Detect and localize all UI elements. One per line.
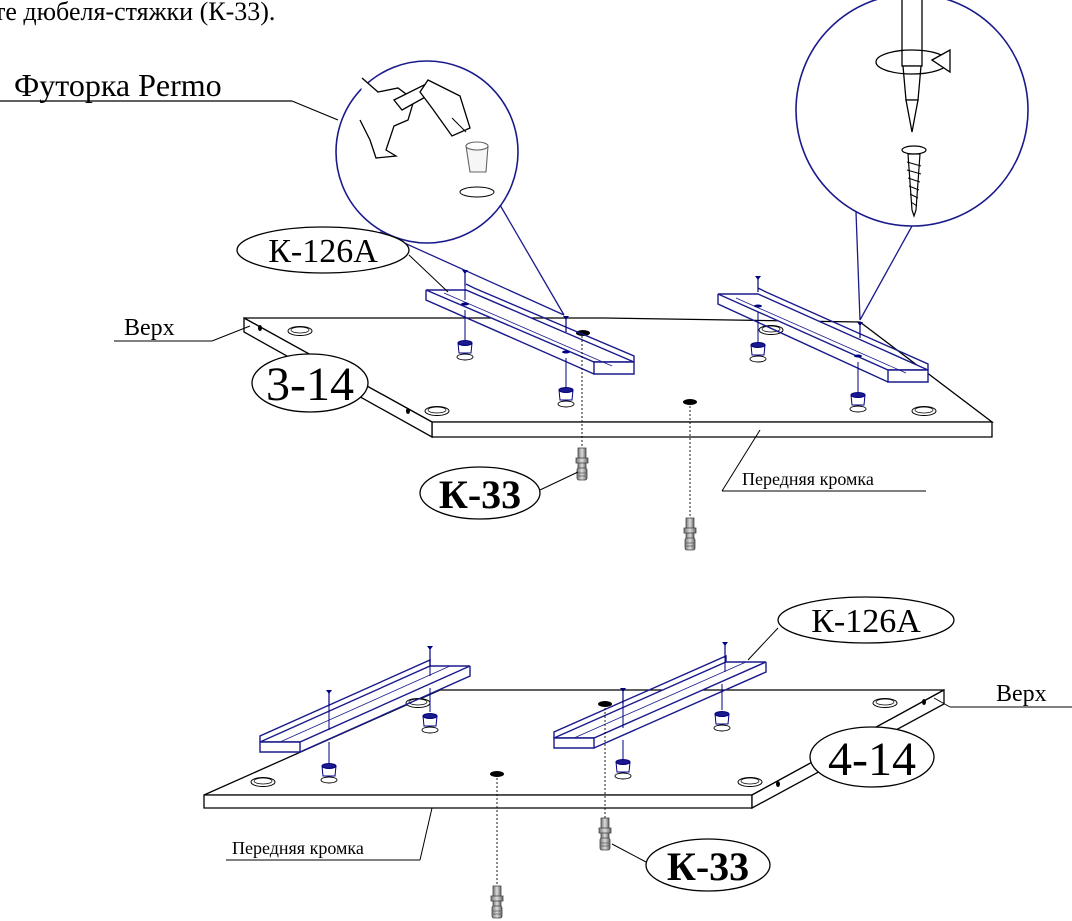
label-front-edge-bottom: Передняя кромка bbox=[226, 807, 433, 861]
label-panel-4-14: 4-14 bbox=[809, 726, 935, 788]
bracket-k126a-right bbox=[717, 287, 929, 383]
label-verh-bottom: Верх bbox=[933, 681, 1072, 708]
label-k126a-bottom: К-126А bbox=[747, 596, 955, 661]
label-k33-top: К-33 bbox=[419, 466, 579, 520]
label-panel-3-14: 3-14 bbox=[251, 353, 369, 413]
screwdriver-icon bbox=[875, 0, 951, 133]
bottom-assembly: К-126А Верх 4-14 К-33 Передняя кромка bbox=[203, 596, 1072, 919]
dowel-label-top: К-33 bbox=[439, 472, 521, 517]
hand-hammer-icon bbox=[359, 77, 471, 159]
futorka-icon bbox=[459, 141, 495, 198]
label-front-edge-top: Передняя кромка bbox=[721, 429, 926, 492]
front-edge-label-bottom: Передняя кромка bbox=[232, 838, 364, 858]
front-edge-label-top: Передняя кромка bbox=[742, 469, 874, 489]
wood-screw-icon bbox=[901, 145, 927, 218]
hammer-callout bbox=[335, 60, 565, 316]
top-side-label-top: Верх bbox=[124, 315, 175, 341]
label-verh-top: Верх bbox=[114, 315, 251, 342]
top-hardware bbox=[456, 269, 867, 413]
dowel-label-bottom: К-33 bbox=[667, 844, 749, 889]
bracket-label-top: К-126А bbox=[268, 233, 378, 270]
label-k126a-top: К-126А bbox=[236, 226, 449, 293]
dowels-top bbox=[575, 336, 697, 551]
bottom-hardware bbox=[320, 641, 731, 784]
top-assembly: Футорка Permo bbox=[0, 0, 1029, 551]
panel-label-top: 3-14 bbox=[266, 358, 354, 411]
dowels-bottom bbox=[490, 708, 612, 919]
bracket-k126a-bottom-right bbox=[553, 654, 767, 749]
label-k33-bottom: К-33 bbox=[611, 838, 771, 892]
top-side-label-bottom: Верх bbox=[996, 681, 1047, 707]
instruction-text: те дюбеля-стяжки (К-33). bbox=[0, 0, 275, 26]
screwdriver-callout bbox=[795, 0, 1029, 321]
bracket-label-bottom: К-126А bbox=[811, 603, 921, 640]
futorka-label: Футорка Permo bbox=[14, 67, 222, 103]
panel-label-bottom: 4-14 bbox=[828, 733, 916, 786]
